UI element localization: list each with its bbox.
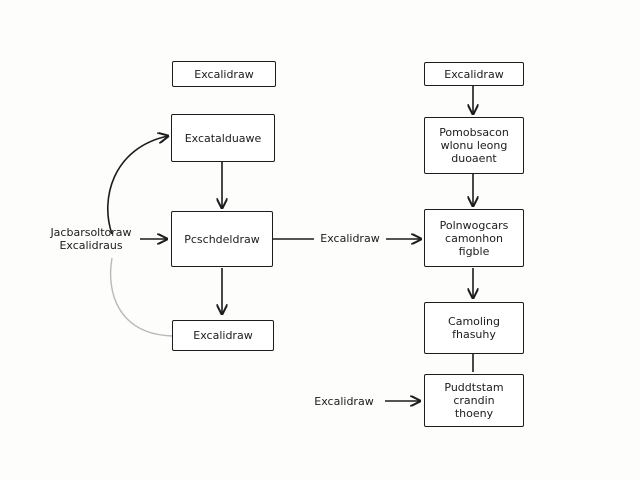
node-right-b-label: Polnwogcars camonhon figble [439,218,509,258]
curve-arrow-up [106,136,168,235]
node-right-top-label: Excalidraw [444,67,504,81]
left-source-label[interactable]: Jacbarsoltoraw Excalidraus [50,226,132,252]
node-right-c[interactable]: Camoling fhasuhy [424,302,524,354]
node-right-top[interactable]: Excalidraw [424,62,524,86]
node-right-d[interactable]: Puddtstam crandin thoeny [424,374,524,427]
node-left-center[interactable]: Pcschdeldraw [171,211,273,267]
node-left-bottom[interactable]: Excalidraw [172,320,274,351]
node-right-c-label: Camoling fhasuhy [448,315,500,341]
node-left-bottom-label: Excalidraw [193,329,253,342]
node-left-center-label: Pcschdeldraw [184,232,260,246]
node-left-a-label: Excatalduawe [184,131,262,145]
middle-edge-label[interactable]: Excalidraw [320,232,380,245]
node-right-d-label: Puddtstam crandin thoeny [444,381,504,420]
bottom-source-label[interactable]: Excalidraw [314,395,374,408]
node-top-left[interactable]: Excalidraw [172,61,276,87]
node-top-left-label: Excalidraw [194,67,254,81]
curve-arrow-down [109,257,173,337]
node-right-a-label: Pomobsacon wlonu leong duoaent [439,126,509,165]
node-right-b[interactable]: Polnwogcars camonhon figble [424,209,524,267]
node-right-a[interactable]: Pomobsacon wlonu leong duoaent [424,117,524,174]
node-left-a[interactable]: Excatalduawe [171,114,275,162]
